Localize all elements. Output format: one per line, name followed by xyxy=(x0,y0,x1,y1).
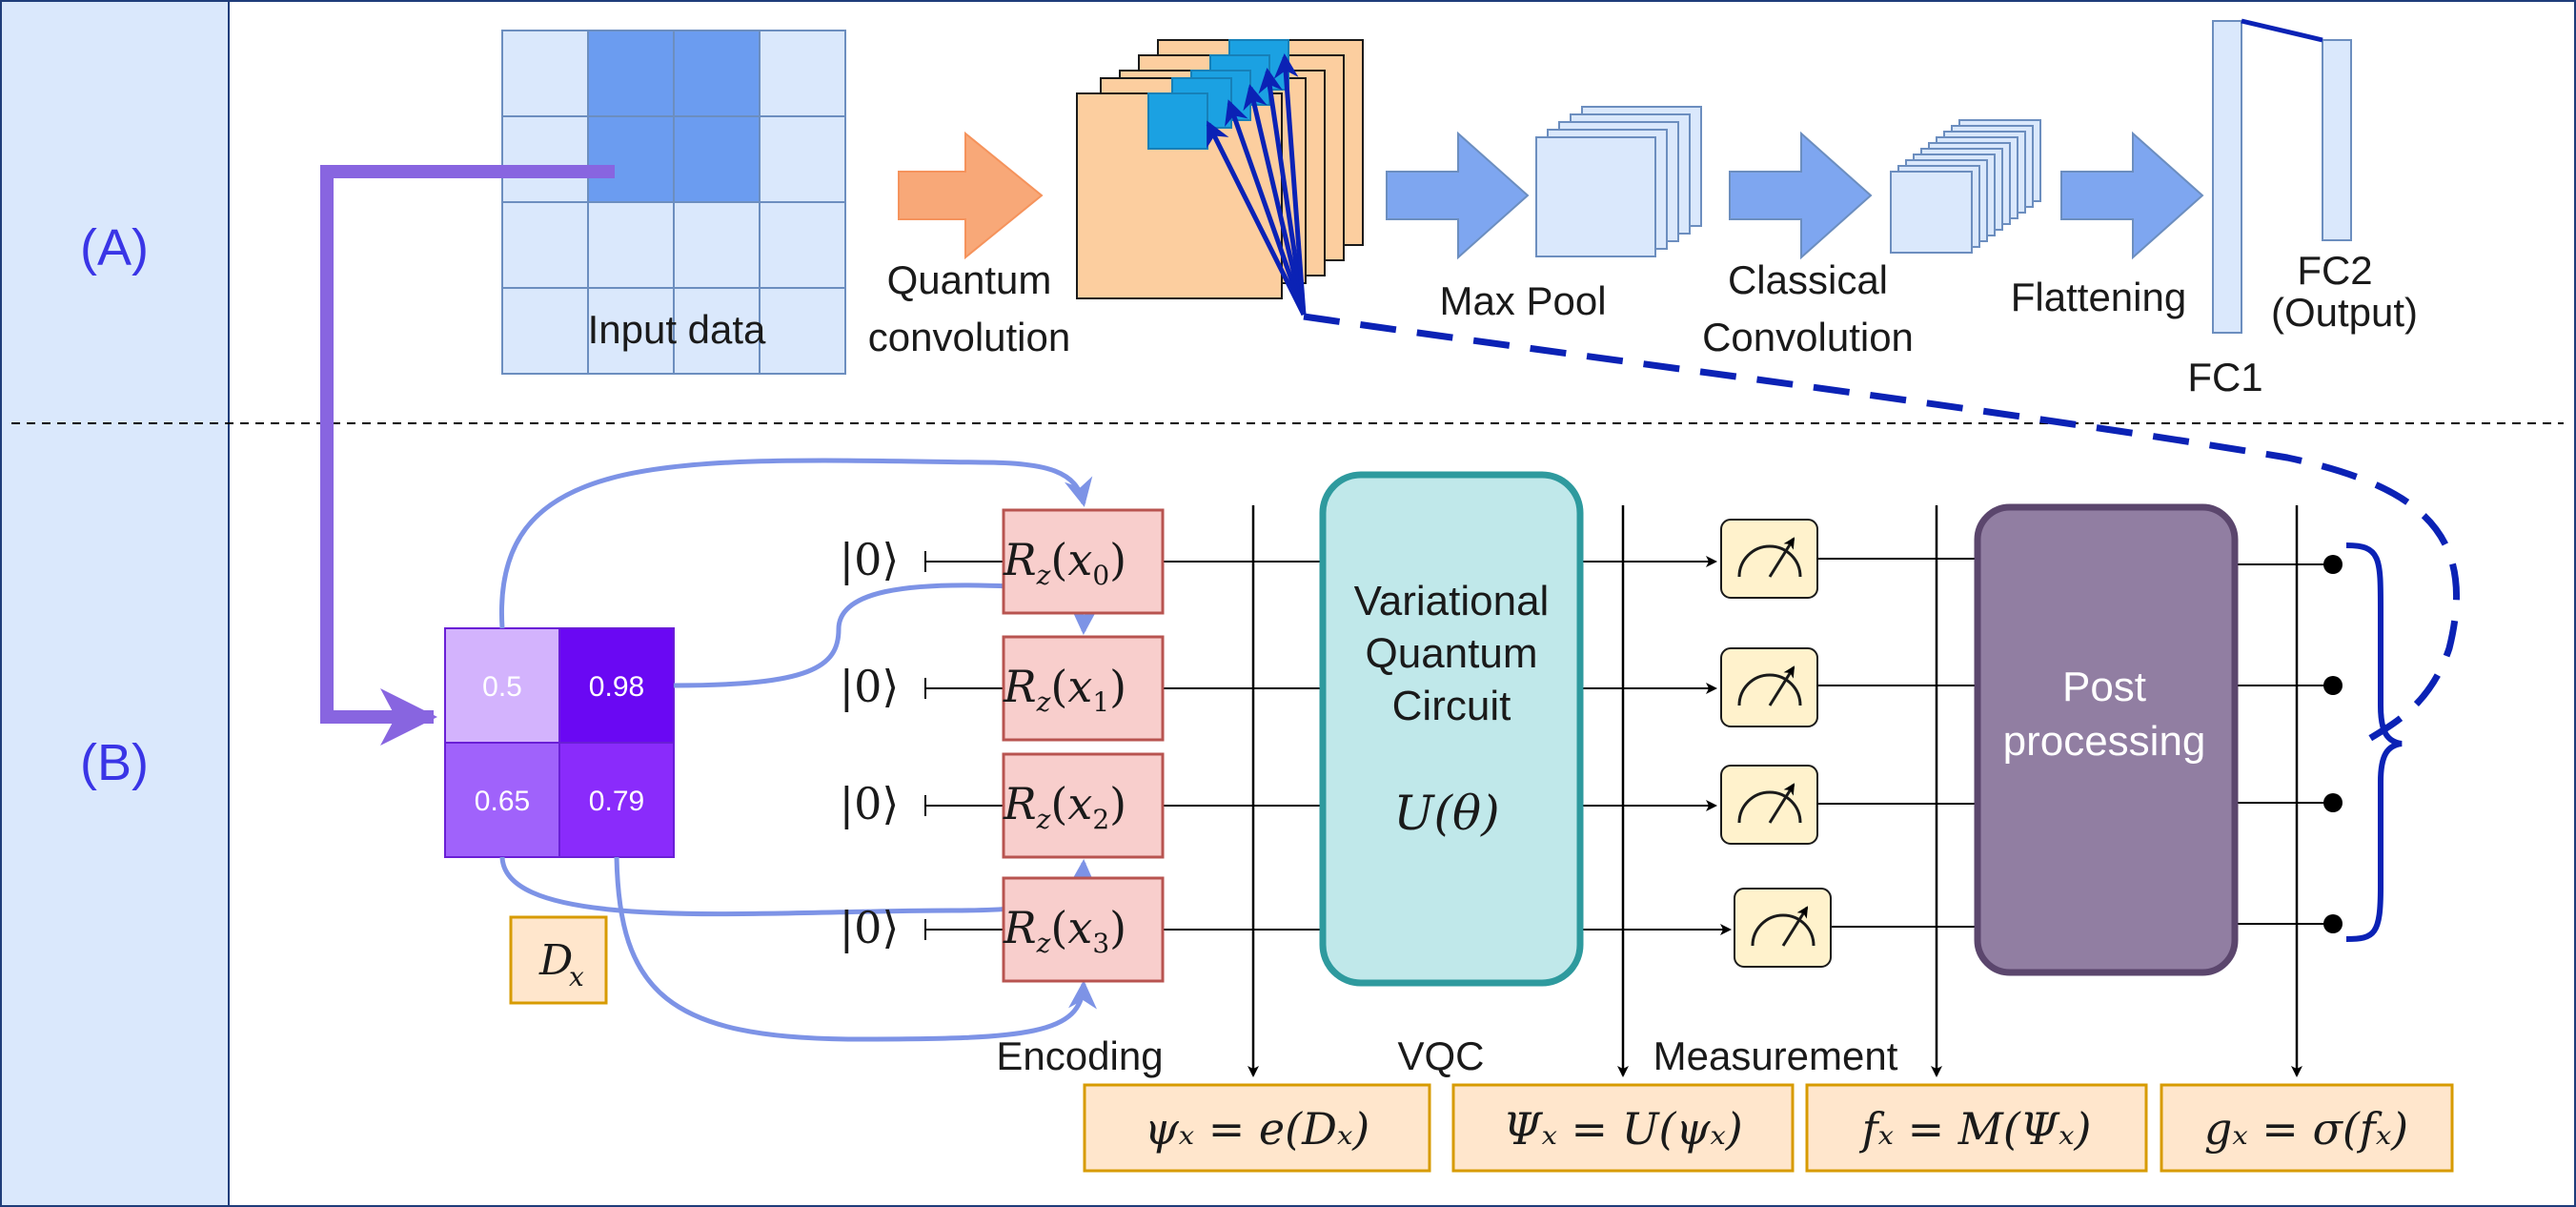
vqc-unitary: U(θ) xyxy=(1393,786,1499,841)
patch-cell-2 xyxy=(444,742,560,858)
dx-label: D xyxy=(538,936,573,985)
post-processing-block xyxy=(1974,503,2239,976)
stage-encoding-label: Encoding xyxy=(996,1033,1163,1078)
equation-box-4 xyxy=(2160,1083,2454,1173)
vqc-label-3: Circuit xyxy=(1392,683,1511,729)
post-label-2: processing xyxy=(2003,718,2206,765)
svg-text:Rz(x2): Rz(x2) xyxy=(1003,778,1126,835)
output-dots xyxy=(2323,555,2343,933)
svg-text:Rz(x0): Rz(x0) xyxy=(1003,534,1126,591)
meter-icon-1 xyxy=(1720,647,1818,727)
equation-3: fₓ = M(Ψₓ) xyxy=(1859,1103,2092,1155)
patch-cell-3 xyxy=(558,742,675,858)
patch-grid xyxy=(444,627,675,858)
input-data-label: Input data xyxy=(588,307,766,352)
output-brace xyxy=(2345,542,2403,942)
rz-gate-2: Rz(x2) xyxy=(1002,752,1165,859)
stage-vqc-label: VQC xyxy=(1397,1033,1484,1078)
meter-icon-3 xyxy=(1734,888,1832,968)
input-data-grid xyxy=(501,30,846,375)
classical-conv-arrow xyxy=(1729,131,1873,260)
dx-sub: x xyxy=(569,961,584,992)
fc1-label: FC1 xyxy=(2187,355,2262,399)
classical-maps xyxy=(1890,119,2041,254)
equation-box-1 xyxy=(1083,1083,1431,1173)
classical-conv-label-2: Convolution xyxy=(1702,315,1914,359)
fc2-label-1: FC2 xyxy=(2297,248,2372,293)
measurement-feedback-dashed xyxy=(1303,313,2461,742)
input-to-patch-arrow xyxy=(320,165,615,746)
flattening-arrow xyxy=(2060,131,2204,260)
post-label-1: Post xyxy=(2062,664,2146,710)
classical-conv-label-1: Classical xyxy=(1728,257,1888,302)
ket-0: |0⟩ xyxy=(840,534,900,585)
fc2-layer xyxy=(2322,39,2352,241)
fc2-label-2: (Output) xyxy=(2271,290,2418,335)
equation-2: Ψₓ = U(ψₓ) xyxy=(1503,1103,1743,1155)
dx-box xyxy=(509,915,608,1005)
ket-2: |0⟩ xyxy=(840,778,900,829)
patch-value-2: 0.65 xyxy=(475,786,530,817)
feature-pixel-arrows xyxy=(1206,53,1307,317)
quantum-conv-arrow xyxy=(898,131,1044,260)
equation-box-3 xyxy=(1805,1083,2148,1173)
quantum-feature-maps xyxy=(1076,39,1364,299)
fc-connection xyxy=(2241,18,2323,43)
max-pool-label: Max Pool xyxy=(1439,278,1606,323)
stage-dividers xyxy=(1247,505,2302,1077)
max-pool-arrow xyxy=(1386,131,1530,260)
svg-text:Rz(x1): Rz(x1) xyxy=(1003,661,1126,718)
rz-gate-3: Rz(x3) xyxy=(1002,876,1165,983)
flattening-label: Flattening xyxy=(2011,275,2186,319)
fc1-layer xyxy=(2212,20,2242,334)
rz-gate-1: Rz(x1) xyxy=(1002,635,1165,742)
equation-box-2 xyxy=(1451,1083,1795,1173)
quantum-conv-label-2: convolution xyxy=(868,315,1070,359)
svg-text:Rz(x3): Rz(x3) xyxy=(1003,902,1126,959)
ket-3: |0⟩ xyxy=(840,902,900,953)
meter-icon-2 xyxy=(1720,765,1818,845)
patch-value-0: 0.5 xyxy=(482,671,522,703)
equation-1: ψₓ = e(Dₓ) xyxy=(1145,1103,1370,1155)
quantum-conv-label-1: Quantum xyxy=(887,257,1052,302)
patch-value-3: 0.79 xyxy=(589,786,644,817)
vqc-label-2: Quantum xyxy=(1366,630,1538,677)
meter-icon-0 xyxy=(1720,519,1818,599)
section-b-label: (B) xyxy=(80,734,149,791)
patch-value-1: 0.98 xyxy=(589,671,644,703)
vqc-block xyxy=(1319,471,1584,987)
vqc-label-1: Variational xyxy=(1354,578,1550,624)
section-a-label: (A) xyxy=(80,219,149,276)
pooled-maps xyxy=(1535,106,1702,257)
equation-4: gₓ = σ(fₓ) xyxy=(2204,1103,2408,1155)
stage-measurement-label: Measurement xyxy=(1653,1033,1898,1078)
rz-gate-0: Rz(x0) xyxy=(1002,508,1165,615)
ket-1: |0⟩ xyxy=(840,661,900,712)
sidebar xyxy=(0,0,229,1207)
